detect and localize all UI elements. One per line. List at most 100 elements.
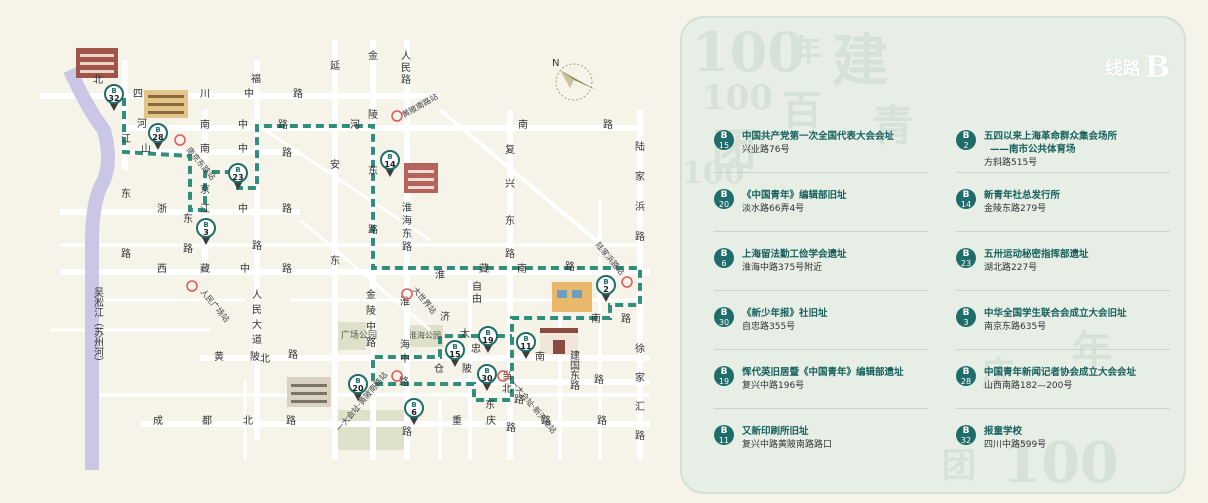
stop-marker-2[interactable]: B2	[596, 275, 616, 302]
street-label: 复	[505, 143, 515, 156]
street-label: 南	[200, 142, 210, 155]
marker-prefix: B	[203, 221, 208, 229]
street-label: 金	[366, 288, 376, 301]
stop-marker-30[interactable]: B30	[477, 364, 497, 391]
street-label: 安	[330, 158, 340, 171]
street-label: 中	[238, 118, 248, 131]
street-label: 四	[133, 89, 143, 100]
building-icon-14	[404, 163, 438, 193]
badge-number: 3	[963, 318, 969, 327]
street-label: 浙	[157, 203, 167, 215]
street-label: 庆	[486, 414, 496, 427]
badge-prefix: B	[962, 308, 970, 318]
street-label: 路	[288, 348, 298, 361]
street-label: 淮	[435, 269, 445, 281]
stop-marker-28[interactable]: B28	[148, 123, 168, 150]
subway-icon	[401, 288, 413, 300]
stop-marker-19[interactable]: B19	[478, 326, 498, 353]
marker-number: 15	[449, 350, 461, 359]
street-label: 京	[200, 183, 210, 196]
street-label: 路	[293, 87, 303, 100]
street-label: 民	[252, 304, 262, 316]
stop-marker-15[interactable]: B15	[445, 340, 465, 367]
stop-marker-3[interactable]: B3	[196, 218, 216, 245]
stop-address: 方斜路515号	[984, 158, 1038, 168]
badge-number: 6	[721, 259, 727, 268]
street-label: 东	[121, 187, 131, 200]
route-title-label: 线路	[1104, 58, 1141, 80]
stop-marker-23[interactable]: B23	[228, 163, 248, 190]
street-label: 中	[238, 202, 248, 215]
marker-prefix: B	[111, 87, 116, 95]
stop-marker-32[interactable]: B32	[104, 84, 124, 111]
street-label: 民	[401, 62, 411, 74]
badge-prefix: B	[962, 367, 970, 377]
street-label: 黄	[214, 350, 224, 363]
stop-marker-14[interactable]: B14	[380, 150, 400, 177]
stop-marker-6[interactable]: B6	[404, 398, 424, 425]
street-label: 路	[121, 247, 131, 260]
stop-name-line2: ——南市公共体育场	[990, 144, 1076, 155]
street-label: 东	[402, 227, 412, 240]
street-label: 都	[202, 415, 212, 427]
street-label: 山	[141, 143, 151, 155]
marker-prefix: B	[603, 278, 608, 286]
watermark-text: 100	[692, 20, 805, 84]
street-label: 仓	[434, 362, 444, 375]
marker-number: 6	[411, 408, 417, 417]
street-label: 路	[183, 242, 193, 255]
stop-address: 金陵东路279号	[984, 204, 1047, 214]
street-label: 当	[502, 369, 512, 382]
badge-prefix: B	[720, 367, 728, 377]
stop-marker-20[interactable]: B20	[348, 374, 368, 401]
building-icon-20	[287, 377, 331, 407]
marker-number: 23	[232, 173, 243, 182]
street-label: 大	[252, 318, 262, 331]
street-label: 陂	[250, 350, 260, 363]
area-label: 建国东路	[568, 349, 580, 391]
watermark-text: 100	[702, 78, 773, 118]
area-label: 吴淞江	[92, 287, 104, 317]
street-label: 南	[517, 262, 527, 275]
area-label: （苏州河）	[92, 317, 104, 367]
street-label: 江	[200, 203, 210, 215]
stop-name: 《新少年报》社旧址	[742, 308, 828, 319]
street-label: 忠	[471, 343, 481, 355]
route-map[interactable]: N 北四川中路福延金人民路河南中路河陵南路陆家浜路江山南中路复兴东路安东京东浙江…	[0, 0, 670, 503]
marker-prefix: B	[411, 401, 416, 409]
street-label: 延	[330, 60, 340, 72]
long-labels: 建国东路 吴淞江（苏州河）	[92, 287, 580, 391]
park-guangchang	[336, 322, 366, 350]
marker-number: 28	[152, 133, 164, 142]
street-label: 东	[330, 254, 340, 267]
street-label: 陂	[462, 362, 472, 375]
street-label: 路	[506, 421, 516, 434]
badge-prefix: B	[962, 190, 970, 200]
building-icon-28	[144, 90, 188, 118]
street-label: 金	[368, 49, 378, 62]
street-label: 路	[635, 230, 645, 243]
street-label: 路	[399, 375, 409, 388]
street-label: 陵	[366, 305, 376, 317]
street-label: 路	[366, 336, 376, 349]
stop-marker-11[interactable]: B11	[516, 332, 536, 359]
badge-number: 11	[718, 436, 730, 445]
marker-prefix: B	[235, 166, 240, 174]
